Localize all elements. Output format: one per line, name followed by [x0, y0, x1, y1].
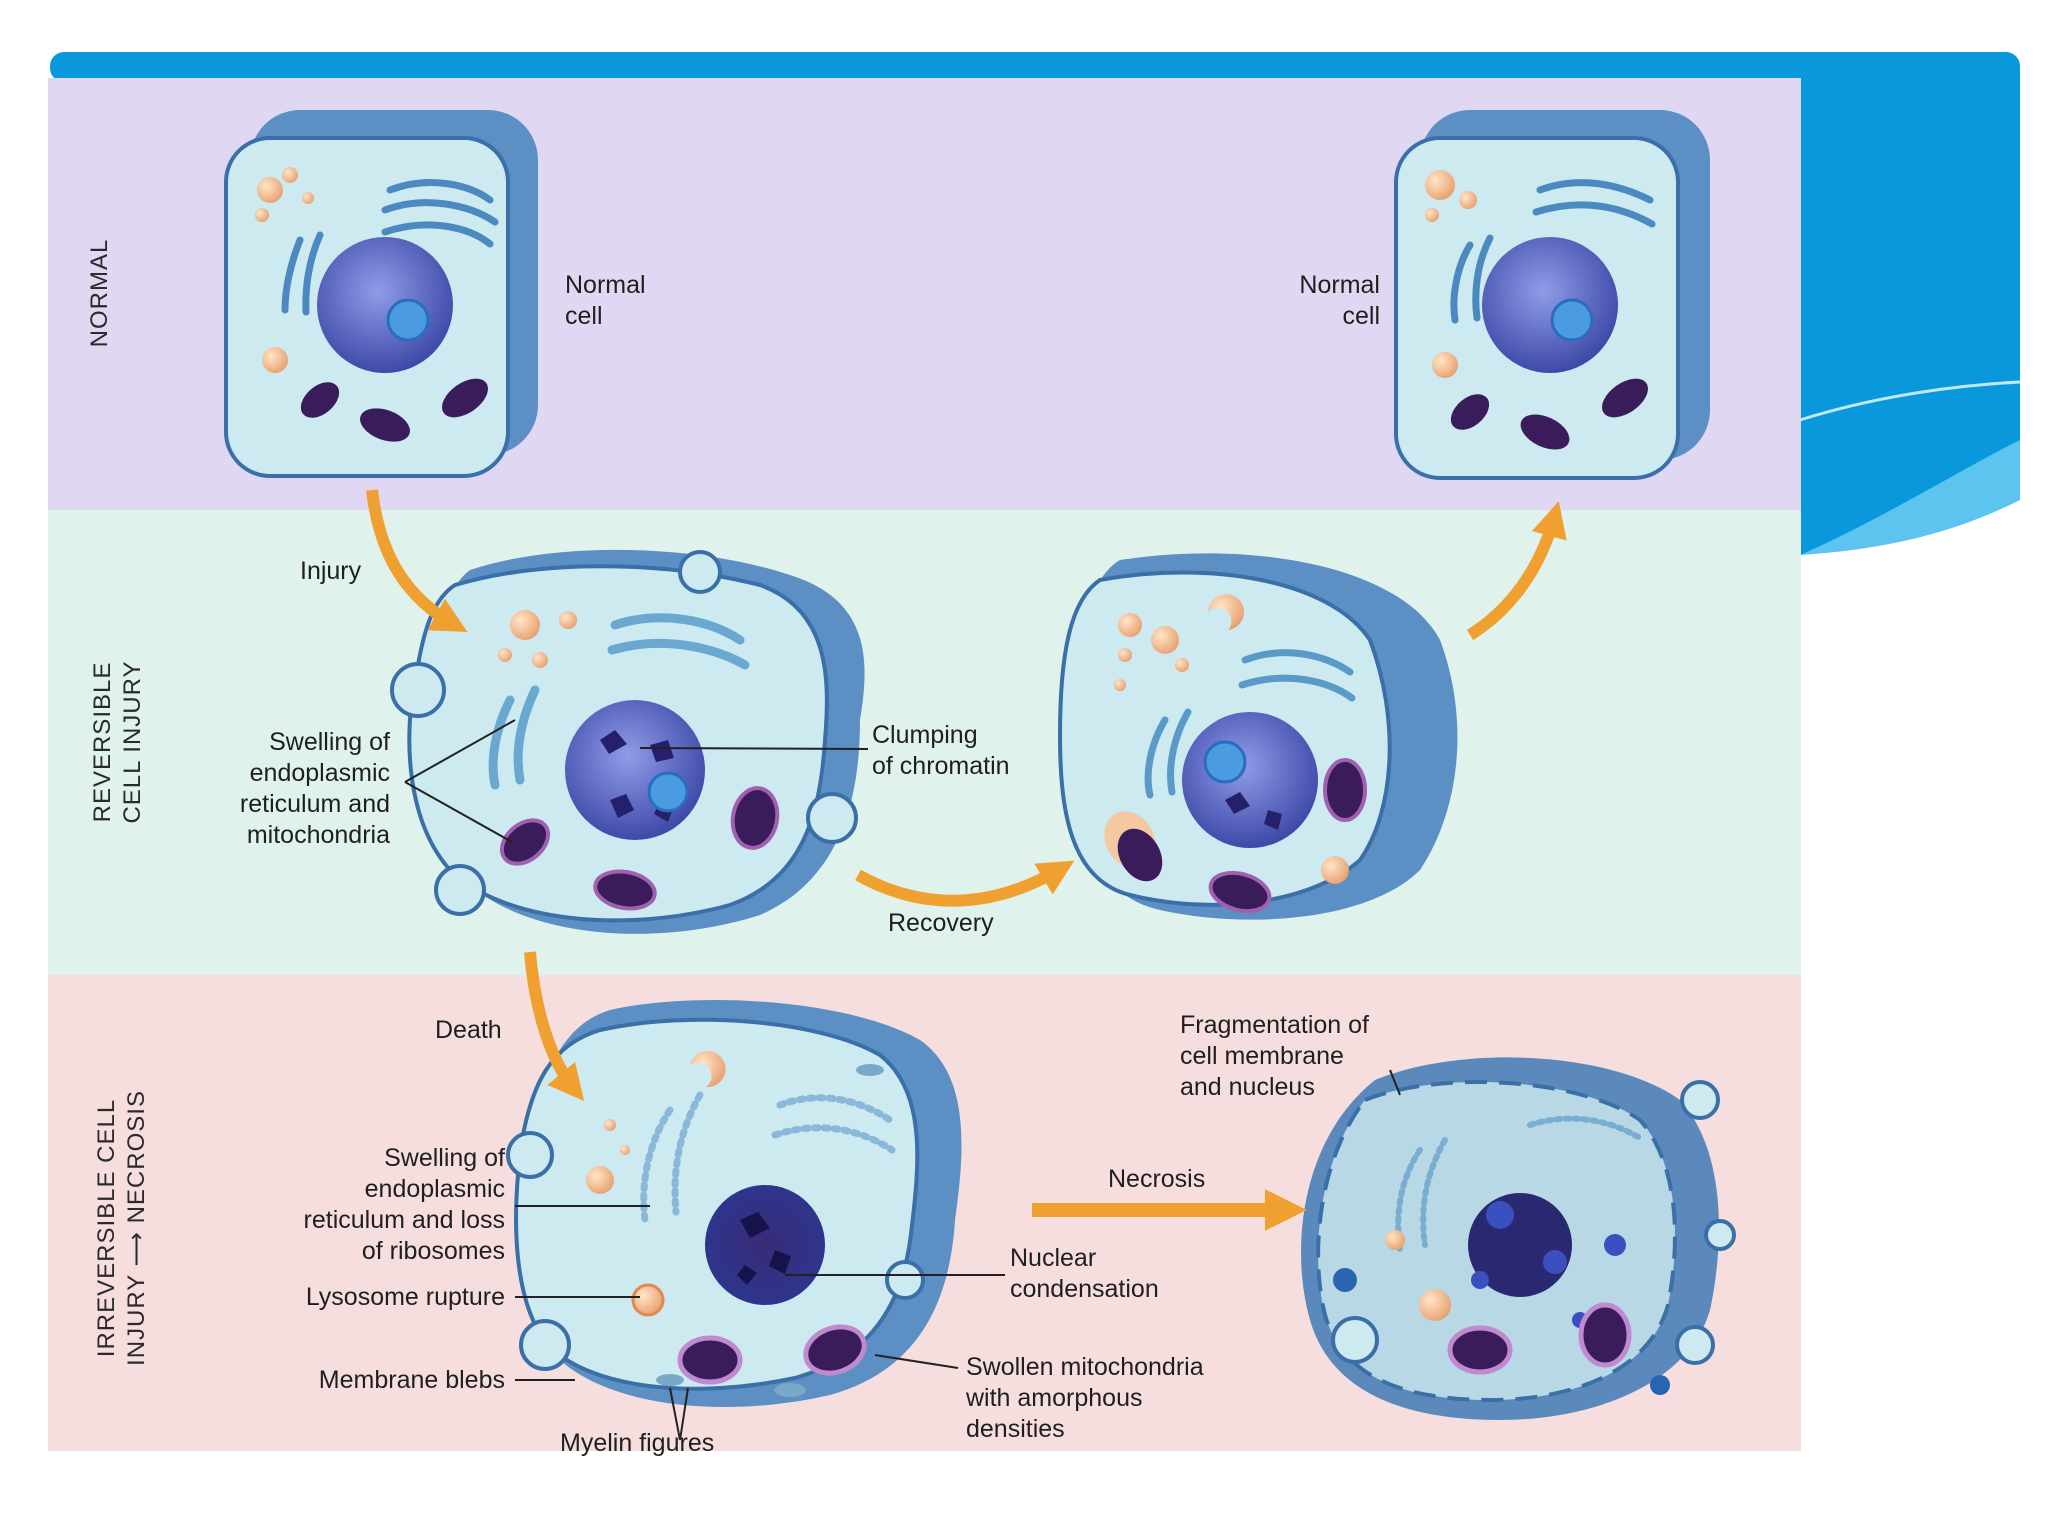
swollen-cell — [390, 549, 865, 934]
recovery-arrow — [855, 860, 1075, 907]
band-label-irreversible-line1: IRREVERSIBLE CELL — [93, 1098, 120, 1358]
label-swelling-er-mito: Swelling of endoplasmic reticulum and mi… — [190, 727, 390, 851]
label-line: endoplasmic — [249, 759, 390, 787]
band-label-irreversible-line2: INJURY ⟶ NECROSIS — [123, 1090, 150, 1366]
label-line: and nucleus — [1180, 1073, 1315, 1101]
recovering-cell — [1057, 553, 1458, 920]
death-arrow — [524, 951, 585, 1102]
myelin-figure — [774, 1383, 806, 1397]
nucleus — [317, 237, 453, 373]
label-line: Normal — [1299, 271, 1380, 299]
irreversible-cell — [506, 1000, 962, 1408]
label-line: condensation — [1010, 1275, 1159, 1303]
mitochondrion — [300, 382, 340, 418]
slide-swoosh — [1800, 440, 2020, 555]
label-line: with amorphous — [966, 1384, 1143, 1412]
label-death: Death — [435, 1016, 502, 1044]
label-line: cell membrane — [1180, 1042, 1344, 1070]
mitochondrion — [360, 408, 410, 442]
label-line: cell — [1342, 302, 1380, 330]
label-necrosis: Necrosis — [1108, 1165, 1206, 1193]
slide-swoosh-line — [1799, 380, 2021, 422]
label-line: Swelling of — [269, 728, 390, 756]
return-arrow — [1466, 501, 1567, 641]
label-line: Clumping — [872, 721, 978, 749]
label-membrane-blebs: Membrane blebs — [318, 1366, 505, 1394]
label-swollen-mito: Swollen mitochondria with amorphous dens… — [966, 1352, 1204, 1445]
label-myelin-figures: Myelin figures — [560, 1429, 715, 1457]
normal-cell-left — [224, 110, 538, 478]
nucleolus — [386, 298, 430, 342]
label-line: Fragmentation of — [1180, 1011, 1369, 1039]
myelin-figure — [656, 1374, 684, 1386]
band-label-irreversible: IRREVERSIBLE CELL INJURY ⟶ NECROSIS — [92, 1090, 152, 1366]
leader-lines — [404, 719, 1401, 1441]
label-line: Nuclear — [1010, 1244, 1097, 1272]
label-clumping: Clumping of chromatin — [872, 720, 1010, 782]
normal-cell-right — [1394, 110, 1710, 480]
label-line: of ribosomes — [361, 1237, 505, 1265]
label-line: endoplasmic — [364, 1175, 505, 1203]
slide-top-bar — [50, 52, 2020, 82]
mitochondrion — [442, 378, 488, 418]
necrotic-cell — [1301, 1057, 1736, 1420]
slide-side-panel — [1800, 70, 2020, 555]
label-injury: Injury — [300, 557, 362, 585]
band-label-normal: NORMAL — [86, 238, 113, 348]
label-nuclear-condensation: Nuclear condensation — [1010, 1243, 1159, 1305]
label-line: Normal — [565, 271, 646, 299]
label-line: Swollen mitochondria — [966, 1353, 1204, 1381]
label-line: reticulum and — [239, 790, 390, 818]
band-label-reversible-line2: CELL INJURY — [119, 660, 146, 824]
label-fragmentation: Fragmentation of cell membrane and nucle… — [1180, 1010, 1369, 1103]
label-lysosome-rupture: Lysosome rupture — [305, 1283, 505, 1311]
label-recovery: Recovery — [888, 909, 994, 937]
label-line: Swelling of — [384, 1144, 505, 1172]
label-swelling-ribo: Swelling of endoplasmic reticulum and lo… — [230, 1143, 505, 1267]
band-label-reversible-line1: REVERSIBLE — [89, 661, 116, 823]
label-line: mitochondria — [246, 821, 390, 849]
band-label-reversible: REVERSIBLE CELL INJURY — [88, 660, 148, 823]
label-line: reticulum and loss — [303, 1206, 505, 1234]
label-line: of chromatin — [872, 752, 1010, 780]
er-icon — [281, 179, 499, 316]
label-normal-cell-left: Normal cell — [565, 270, 646, 332]
injury-arrow — [366, 489, 468, 632]
label-line: densities — [966, 1415, 1065, 1443]
label-normal-cell-right: Normal cell — [1250, 270, 1380, 332]
label-line: cell — [565, 302, 603, 330]
